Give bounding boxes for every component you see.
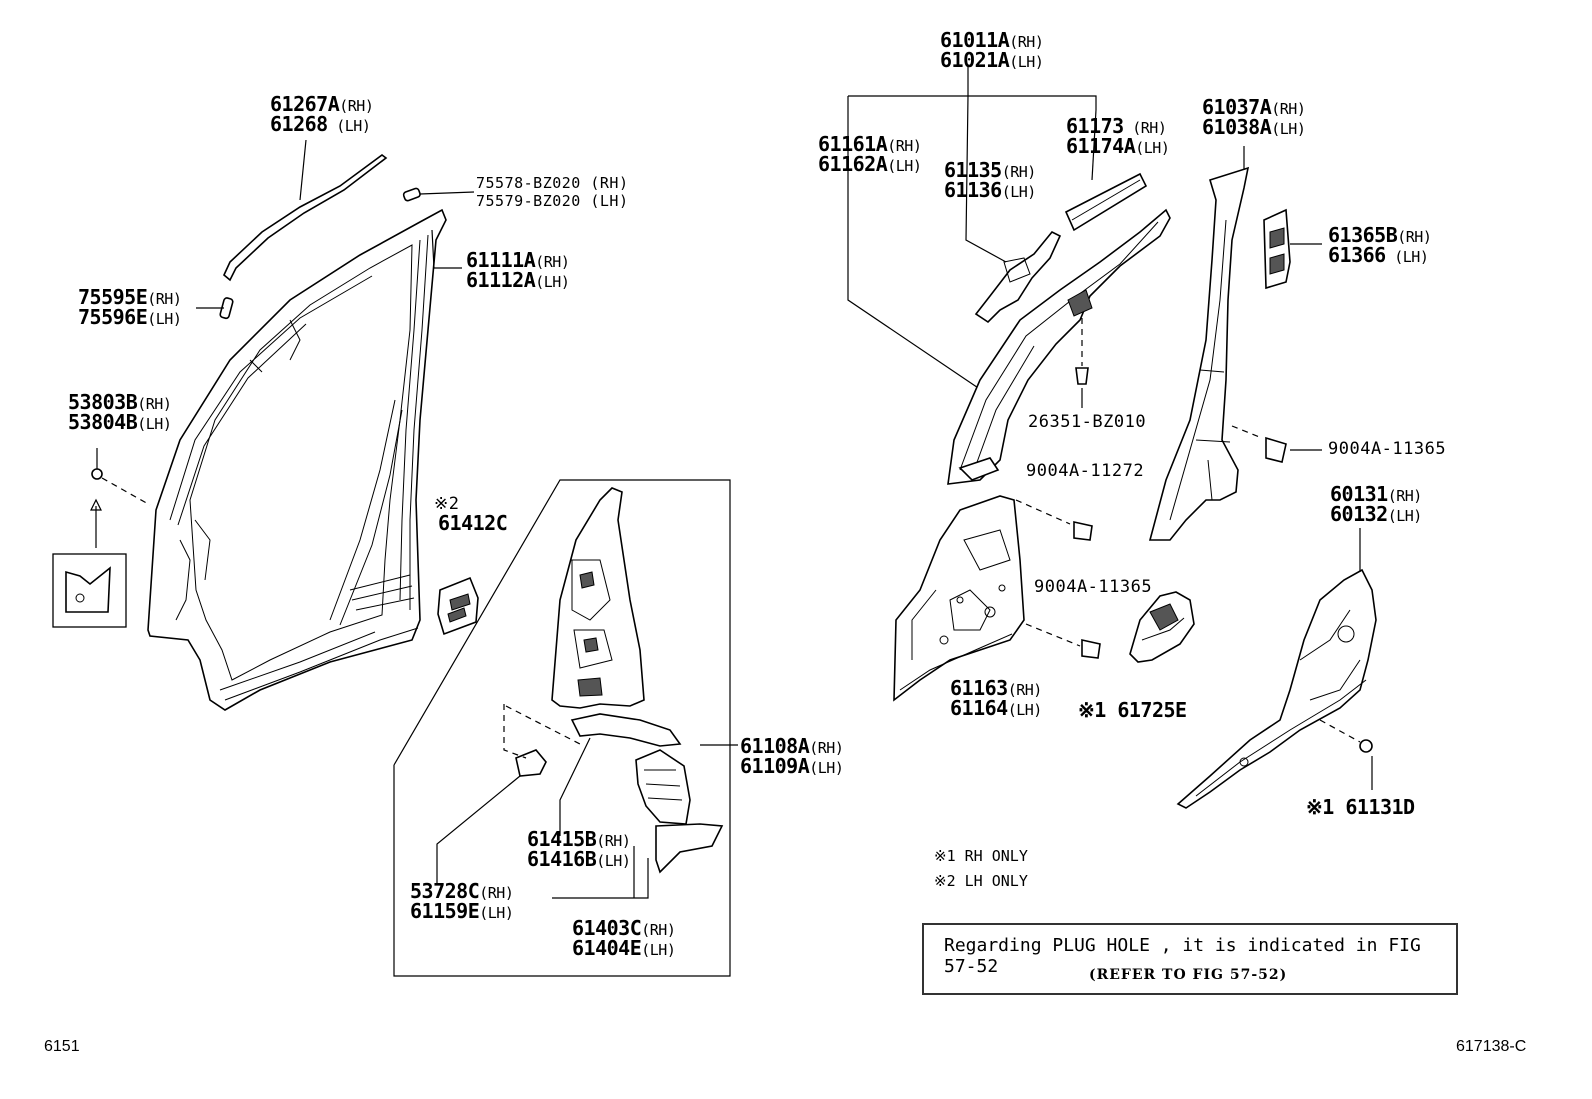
callout-61412c: ※2 61412C xyxy=(434,494,508,535)
clip-61131d xyxy=(1359,739,1373,753)
callout-60131: 60131(RH) 60132(LH) xyxy=(1330,482,1422,526)
callout-53803b: 53803B(RH) 53804B(LH) xyxy=(68,390,172,434)
callout-9004a-11365-mid: 9004A-11365 xyxy=(1034,577,1153,597)
plug-hole-notebox: Regarding PLUG HOLE , it is indicated in… xyxy=(922,923,1458,995)
footer-left-code: 6151 xyxy=(44,1038,80,1055)
plate-61365b xyxy=(1263,208,1291,290)
part-53728c xyxy=(515,749,547,777)
callout-61131d: ※1 61131D xyxy=(1306,795,1415,819)
bracket-61135 xyxy=(974,230,1062,324)
callout-53728c: 53728C(RH) 61159E(LH) xyxy=(410,879,514,923)
callout-61011a: 61011A(RH) 61021A(LH) xyxy=(940,28,1044,72)
pillar-reinforcement-detail xyxy=(393,479,738,977)
roof-rail-strip xyxy=(223,154,388,282)
cowl-side-panel xyxy=(893,495,1025,702)
callout-61163: 61163(RH) 61164(LH) xyxy=(950,676,1042,720)
callout-61725e: ※1 61725E xyxy=(1078,698,1187,722)
strip-61173 xyxy=(1064,172,1148,232)
callout-61161a: 61161A(RH) 61162A(LH) xyxy=(818,132,922,176)
bolt-right xyxy=(1265,436,1287,463)
bolt-11365 xyxy=(1081,639,1101,659)
pillar-61037a xyxy=(1148,166,1250,541)
door-opening xyxy=(189,244,413,681)
bracket-61403c xyxy=(635,749,691,825)
callout-61365b: 61365B(RH) 61366 (LH) xyxy=(1328,223,1432,267)
pillar-61108a xyxy=(551,487,645,709)
notebox-line2: (REFER TO FIG 57-52) xyxy=(1089,967,1288,983)
leaders-left xyxy=(196,139,475,309)
callout-61403c: 61403C(RH) 61404E(LH) xyxy=(572,916,676,960)
clip-75595e xyxy=(219,297,234,320)
clip-75578 xyxy=(402,187,421,202)
cowl-side-assembly xyxy=(893,495,1195,702)
fastener-26351 xyxy=(1075,367,1089,385)
note-lh-only: ※2 LH ONLY xyxy=(934,872,1028,890)
rocker-assembly xyxy=(1176,528,1377,809)
callout-61135: 61135(RH) 61136(LH) xyxy=(944,158,1036,202)
brace-61415b xyxy=(570,713,682,747)
a-pillar-inner xyxy=(947,208,1171,485)
note-rh-only: ※1 RH ONLY xyxy=(934,847,1028,865)
callout-61108a: 61108A(RH) 61109A(LH) xyxy=(740,734,844,778)
callout-61037a: 61037A(RH) 61038A(LH) xyxy=(1202,95,1306,139)
callout-9004a-11365-right: 9004A-11365 xyxy=(1328,439,1447,459)
callout-61111a: 61111A(RH) 61112A(LH) xyxy=(466,248,570,292)
callout-26351: 26351-BZ010 xyxy=(1028,412,1147,432)
clip-53803b xyxy=(91,468,103,480)
bolt-11272 xyxy=(1073,521,1093,541)
callout-61267a: 61267A(RH) 61268 (LH) xyxy=(270,92,374,136)
rocker-panel xyxy=(1176,568,1377,809)
pillar-inner-assembly xyxy=(847,66,1322,541)
callout-75595e: 75595E(RH) 75596E(LH) xyxy=(78,285,182,329)
callout-9004a-11272: 9004A-11272 xyxy=(1026,461,1145,481)
callout-61415b: 61415B(RH) 61416B(LH) xyxy=(527,827,631,871)
notebox-line1: Regarding PLUG HOLE , it is indicated in… xyxy=(944,935,1421,977)
side-outer-panel xyxy=(147,208,447,711)
callout-61173: 61173 (RH) 61174A(LH) xyxy=(1066,114,1170,158)
callout-75578: 75578-BZ020 (RH) 75579-BZ020 (LH) xyxy=(476,174,629,210)
footer-right-code: 617138-C xyxy=(1456,1038,1527,1055)
front-pillar-assembly xyxy=(52,154,479,711)
